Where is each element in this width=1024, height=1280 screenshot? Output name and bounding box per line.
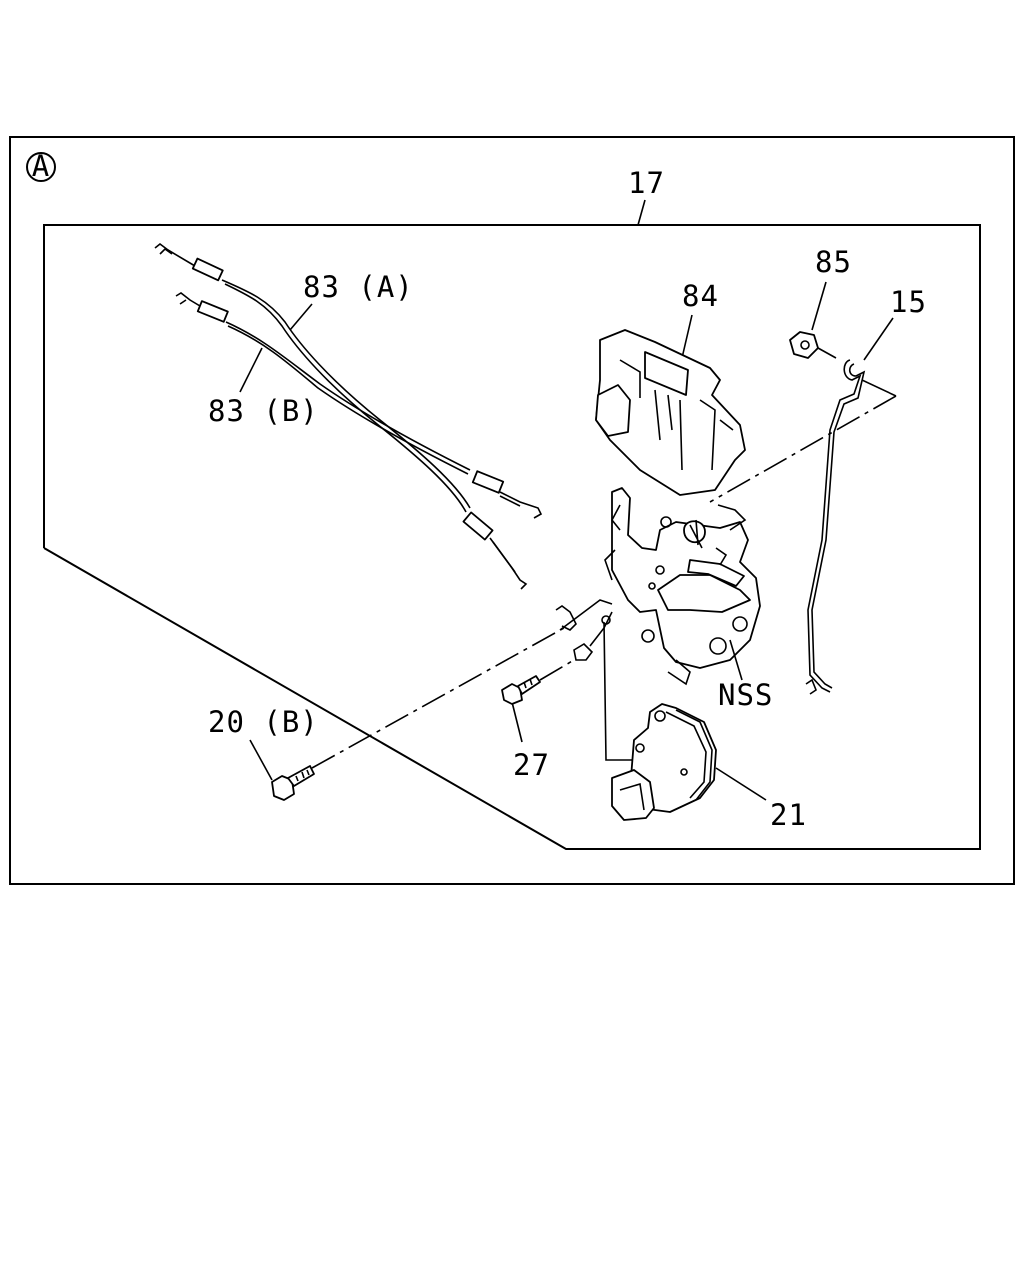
label-rod: 15 <box>890 285 927 319</box>
leader-bolt-20b <box>249 739 273 781</box>
lock-rod-15 <box>805 359 866 695</box>
leader-screw-27 <box>511 701 523 743</box>
label-cover: 84 <box>682 279 719 313</box>
bolt-20b <box>271 765 315 801</box>
leader-cable-b <box>239 347 263 393</box>
outer-frame <box>9 136 1015 885</box>
label-clip: 85 <box>815 245 852 279</box>
view-marker: A <box>26 149 56 183</box>
assembly-boundary <box>43 224 981 850</box>
alignment-line-screw <box>539 659 575 681</box>
clip-alignment <box>817 347 837 359</box>
actuator-21 <box>611 703 717 821</box>
leader-rod <box>863 317 894 361</box>
label-cable-a: 83 (A) <box>303 270 414 304</box>
leader-cover <box>681 314 693 359</box>
alignment-line-rod <box>709 395 897 503</box>
latch-cover <box>595 329 746 496</box>
view-marker-letter: A <box>32 149 50 183</box>
leader-cable-a <box>289 303 313 331</box>
cable-83a <box>154 242 528 590</box>
label-latch: NSS <box>718 678 773 712</box>
screw-27 <box>501 675 541 705</box>
label-assembly: 17 <box>628 166 665 200</box>
door-latch-nss <box>604 487 761 686</box>
leader-assembly <box>637 199 646 226</box>
actuator-connector-line <box>603 621 632 761</box>
label-bolt-20b: 20 (B) <box>208 705 319 739</box>
label-cable-b: 83 (B) <box>208 394 319 428</box>
cable-83b <box>175 292 543 519</box>
rod-alignment <box>861 379 897 397</box>
label-actuator: 21 <box>770 798 807 832</box>
clip-85 <box>789 331 819 359</box>
leader-clip <box>811 281 827 331</box>
label-screw-27: 27 <box>513 748 550 782</box>
leader-actuator <box>715 767 767 801</box>
alignment-line-bolt <box>311 627 565 769</box>
leader-latch <box>729 639 743 681</box>
